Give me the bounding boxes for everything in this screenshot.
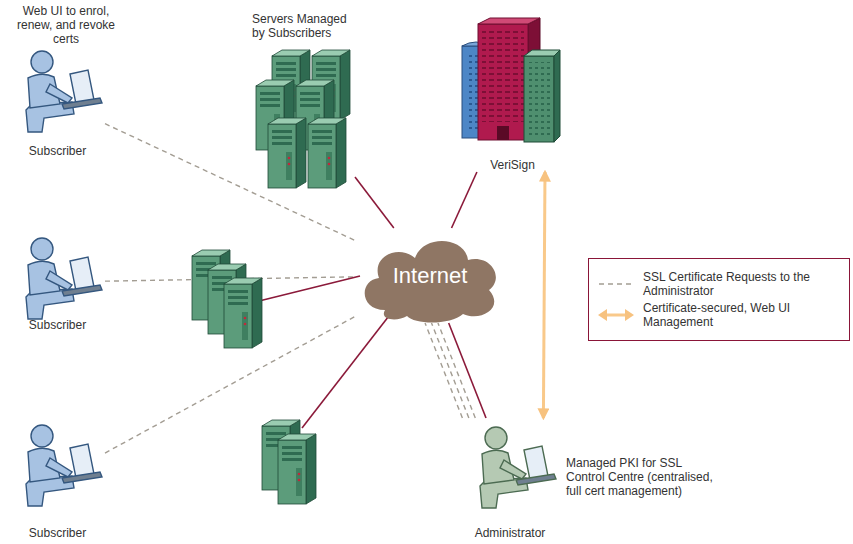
subscriber: Subscriber [10, 45, 105, 158]
node-label: Subscriber [29, 318, 86, 332]
administrator: AdministratorManaged PKI for SSL Control… [462, 418, 558, 540]
legend-sample [597, 277, 635, 291]
internet-cloud: Internet [355, 228, 505, 323]
annotation: Web UI to enrol, renew, and revoke certs [14, 4, 118, 46]
node-label: Administrator [475, 526, 546, 540]
server-cluster: Servers Managed by Subscribers [240, 8, 355, 195]
network-link [355, 177, 394, 228]
node-label: Subscriber [29, 144, 86, 158]
server-link [302, 312, 392, 428]
legend-sample [605, 314, 627, 317]
cloud-shape [365, 241, 496, 323]
subscriber-figure [26, 238, 102, 319]
building [478, 24, 528, 140]
subscriber-figure [26, 425, 102, 506]
server-tower [308, 118, 346, 188]
legend-sample [597, 308, 635, 322]
building [482, 30, 524, 122]
node-label: Internet [393, 263, 468, 289]
building [497, 126, 509, 140]
subscriber: Subscriber [10, 418, 105, 540]
administrator-figure [480, 427, 556, 508]
legend-row: Certificate-secured, Web UI Management [597, 301, 843, 329]
building [524, 56, 554, 142]
server-tower [224, 278, 262, 348]
subscriber: Subscriber [10, 232, 105, 332]
node-note: Managed PKI for SSL Control Centre (cent… [566, 456, 716, 498]
server-group [262, 420, 316, 504]
building [478, 18, 540, 24]
legend-box: SSL Certificate Requests to the Administ… [588, 258, 850, 341]
server-tower [268, 118, 306, 188]
legend-text: Certificate-secured, Web UI Management [643, 301, 813, 329]
server-tower [278, 434, 316, 504]
building [528, 62, 550, 138]
legend-text: SSL Certificate Requests to the Administ… [643, 270, 813, 298]
network-link [449, 323, 486, 418]
node-label: VeriSign [490, 158, 535, 172]
request-line [431, 323, 468, 418]
legend-sample [598, 309, 634, 321]
verisign-building: VeriSign [455, 15, 570, 172]
network-link [452, 172, 477, 228]
subscriber-figure [26, 51, 102, 506]
server-group [192, 250, 262, 348]
administrator-figure [480, 427, 556, 508]
request-line [438, 323, 475, 418]
node-label: Servers Managed by Subscribers [252, 12, 352, 40]
legend-sample [599, 283, 633, 285]
request-line [425, 323, 462, 418]
building [554, 50, 560, 142]
server-cluster [256, 50, 350, 188]
subscriber-figure [26, 51, 102, 132]
building [462, 18, 560, 142]
management-arrow [543, 172, 545, 418]
node-label: Subscriber [29, 526, 86, 540]
legend-row: SSL Certificate Requests to the Administ… [597, 270, 843, 298]
server-link [255, 276, 360, 302]
